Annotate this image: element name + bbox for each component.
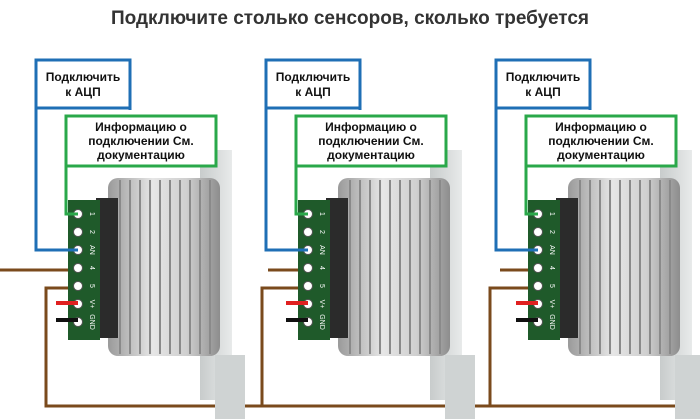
info-box bbox=[64, 114, 218, 168]
pcb-pin bbox=[533, 281, 543, 291]
adc-box bbox=[264, 58, 362, 110]
pcb-pin bbox=[303, 263, 313, 273]
sensor-face bbox=[326, 198, 348, 338]
adc-box bbox=[494, 58, 592, 110]
pcb-pin bbox=[303, 281, 313, 291]
pcb-pin bbox=[533, 227, 543, 237]
info-label: Информацию о подключении См. документаци… bbox=[88, 120, 194, 162]
info-wire bbox=[294, 166, 308, 216]
pcb-pin bbox=[73, 263, 83, 273]
pin-label: V+ bbox=[318, 300, 325, 309]
info-label: Информацию о подключении См. документаци… bbox=[548, 120, 654, 162]
sensor-thread bbox=[338, 178, 450, 356]
sensor-thread bbox=[108, 178, 220, 356]
pin-label: 2 bbox=[318, 230, 325, 234]
sensor-base bbox=[675, 355, 700, 419]
info-wire bbox=[524, 166, 538, 216]
pin-label: 2 bbox=[88, 230, 95, 234]
pin-label: AN bbox=[318, 245, 325, 255]
pin-label: 4 bbox=[548, 266, 555, 270]
pin-label: GND bbox=[318, 314, 325, 330]
pcb-pin bbox=[303, 227, 313, 237]
pin-label: 5 bbox=[548, 284, 555, 288]
bus-wire-link-1 bbox=[44, 286, 308, 408]
pin-label: AN bbox=[88, 245, 95, 255]
pin-label: 5 bbox=[318, 284, 325, 288]
adc-label: Подключить к АЦП bbox=[45, 70, 121, 99]
pin-label: 4 bbox=[88, 266, 95, 270]
sensor-base bbox=[445, 355, 475, 419]
pin-label: V+ bbox=[548, 300, 555, 309]
pin-label: 5 bbox=[88, 284, 95, 288]
adc-label: Подключить к АЦП bbox=[275, 70, 351, 99]
pin-label: GND bbox=[548, 314, 555, 330]
pin-label: 1 bbox=[548, 212, 555, 216]
info-box bbox=[294, 114, 448, 168]
info-box bbox=[524, 114, 678, 168]
pcb-board bbox=[68, 200, 100, 340]
pin-label: GND bbox=[88, 314, 95, 330]
adc-box bbox=[34, 58, 132, 110]
sensor-face bbox=[96, 198, 118, 338]
pin-label: AN bbox=[548, 245, 555, 255]
page-title: Подключите столько сенсоров, сколько тре… bbox=[110, 8, 590, 29]
pcb-pin bbox=[533, 263, 543, 273]
info-label: Информацию о подключении См. документаци… bbox=[318, 120, 424, 162]
pin-label: 2 bbox=[548, 230, 555, 234]
adc-label: Подключить к АЦП bbox=[505, 70, 581, 99]
pcb-board bbox=[298, 200, 330, 340]
sensor-thread bbox=[568, 178, 680, 356]
pin-label: 4 bbox=[318, 266, 325, 270]
pcb-pin bbox=[73, 281, 83, 291]
pin-label: 1 bbox=[88, 212, 95, 216]
sensor-base bbox=[215, 355, 245, 419]
pin-label: V+ bbox=[88, 300, 95, 309]
pcb-pin bbox=[73, 227, 83, 237]
info-wire bbox=[64, 166, 78, 216]
pin-label: 1 bbox=[318, 212, 325, 216]
sensor-face bbox=[556, 198, 578, 338]
bus-wire-link-3 bbox=[488, 286, 538, 406]
pcb-board bbox=[528, 200, 560, 340]
